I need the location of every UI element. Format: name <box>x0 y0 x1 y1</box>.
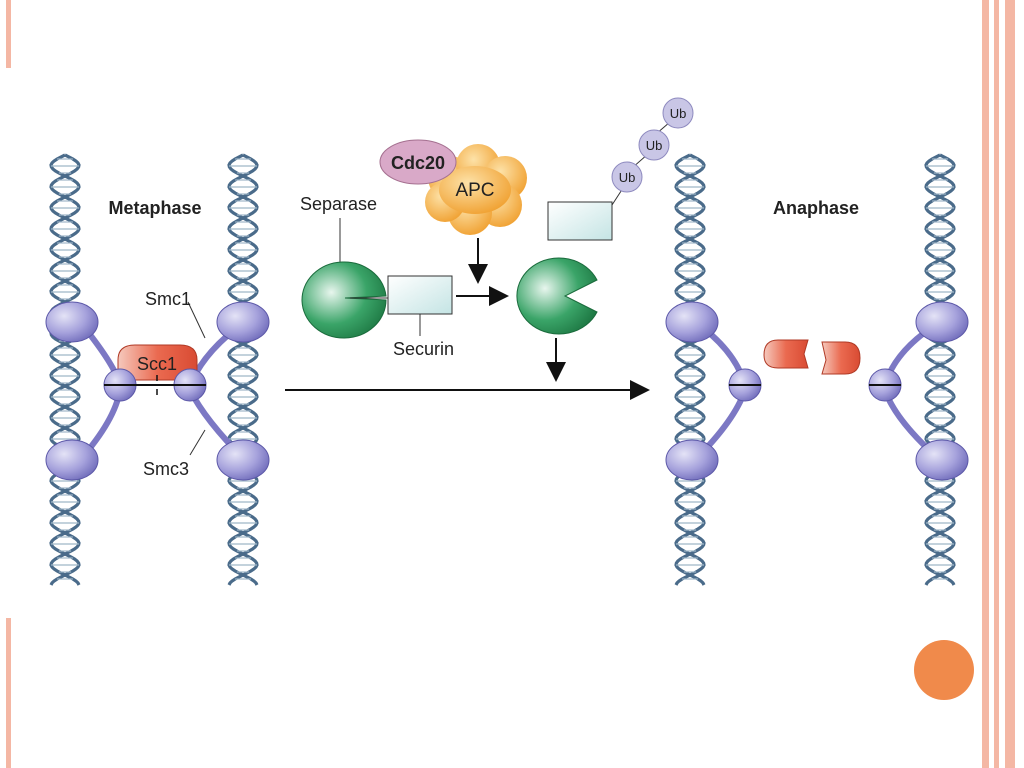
dna-strand <box>924 153 956 586</box>
ubiquitin-circle <box>611 161 643 193</box>
cleaved-scc1-left <box>763 339 809 369</box>
deco-stripe-2 <box>994 0 999 768</box>
cdc20-ellipse <box>379 139 457 185</box>
scc1-subunit <box>117 344 198 381</box>
ubiquitin-circle <box>638 129 670 161</box>
dna-strand <box>227 153 259 586</box>
separase-label: Separase <box>300 194 377 214</box>
dna-strand <box>227 153 259 586</box>
smc1-leader-line <box>187 301 206 339</box>
dna-helix <box>49 153 81 586</box>
active-separase <box>516 257 598 335</box>
apc-complex: APC <box>425 144 527 235</box>
ub-label: Ub <box>619 170 636 185</box>
dna-strand <box>49 153 81 586</box>
scc1-label: Scc1 <box>137 354 177 374</box>
metaphase-cohesin: Scc1 <box>45 301 270 481</box>
smc-head-ellipse <box>665 439 719 481</box>
dna-strand <box>674 153 706 586</box>
anaphase-label: Anaphase <box>773 198 859 218</box>
ub-label: Ub <box>646 138 663 153</box>
dna-strand <box>49 153 81 586</box>
separase-with-securin <box>301 261 387 339</box>
anaphase-cohesin <box>665 301 969 481</box>
ubiquitin-circle <box>662 97 694 129</box>
dna-helix <box>924 153 956 586</box>
smc-head-ellipse <box>915 439 969 481</box>
cdc20-label: Cdc20 <box>391 153 445 173</box>
dna-helix <box>227 153 259 586</box>
deco-stripe-3 <box>1005 0 1015 768</box>
apc-label: APC <box>455 180 494 201</box>
smc3-label: Smc3 <box>143 459 189 479</box>
securin-box <box>387 275 453 315</box>
smc-head-ellipse <box>216 439 270 481</box>
deco-left-bottom <box>6 618 11 768</box>
dna-helix <box>674 153 706 586</box>
smc-head-ellipse <box>216 301 270 343</box>
smc-head-ellipse <box>45 301 99 343</box>
cleaved-scc1-right <box>821 341 861 375</box>
smc-head-ellipse <box>915 301 969 343</box>
deco-stripe-1 <box>982 0 989 768</box>
accent-circle <box>914 640 974 700</box>
ub-label: Ub <box>670 106 687 121</box>
smc-head-ellipse <box>45 439 99 481</box>
dna-strand <box>674 153 706 586</box>
smc3-leader-line <box>189 429 206 456</box>
deco-left-top <box>6 0 11 68</box>
securin-label: Securin <box>393 339 454 359</box>
smc1-label: Smc1 <box>145 289 191 309</box>
dna-helices <box>49 153 956 586</box>
smc-head-ellipse <box>665 301 719 343</box>
ubiquitinated-securin <box>547 201 613 241</box>
dna-strand <box>924 153 956 586</box>
metaphase-label: Metaphase <box>108 198 201 218</box>
